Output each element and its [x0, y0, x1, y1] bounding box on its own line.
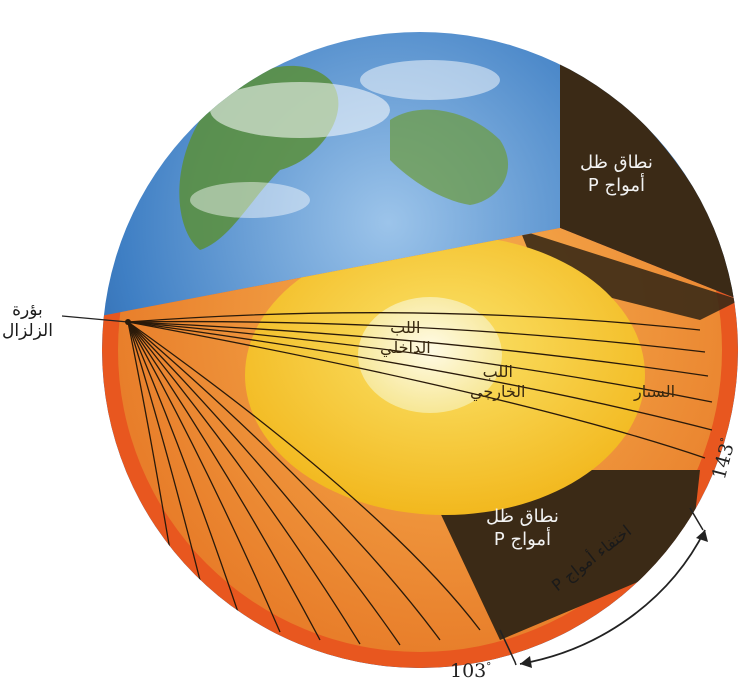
arrow-head: [696, 530, 708, 542]
cloud-shape: [210, 82, 390, 138]
seismic-ray: [127, 321, 401, 646]
shadow-zone-top-label: نطاق ظل أمواج P: [580, 152, 653, 197]
focus-label-line1: بؤرة: [12, 300, 43, 320]
inner-core-label-line2: الداخلي: [380, 338, 431, 357]
seismic-ray: [127, 321, 713, 431]
angle-103-value: 103: [450, 660, 487, 682]
seismic-ray: [127, 321, 361, 645]
outer-core-label-line2: الخارجي: [470, 382, 526, 401]
seismic-ray: [127, 321, 241, 619]
shadow-bottom-label-line1: نطاق ظل: [486, 506, 559, 527]
outer-core-label-line1: اللب: [482, 362, 513, 381]
degree-mark: °: [486, 661, 492, 673]
focus-point: [125, 319, 131, 325]
mantle-label: الستار: [634, 382, 676, 401]
seismic-ray: [127, 321, 441, 641]
arrow-head: [520, 656, 532, 668]
angle-bracket: [499, 629, 517, 666]
seismic-ray: [127, 321, 206, 601]
seismic-wave-rays: [127, 312, 713, 646]
focus-label: بؤرة الزلزال: [2, 300, 53, 343]
continent-shape: [390, 109, 509, 205]
seismic-ray: [127, 321, 281, 633]
shadow-zone-bottom: [420, 470, 700, 640]
inner-core-label: اللب الداخلي: [380, 318, 431, 358]
seismic-ray: [127, 320, 706, 353]
seismic-ray: [127, 321, 709, 377]
angle-103-label: 103°: [450, 660, 491, 682]
shadow-top-label-line1: نطاق ظل: [580, 152, 653, 173]
shadow-top-label-line2: أمواج P: [587, 174, 646, 196]
inner-core-label-line1: اللب: [390, 318, 421, 337]
angle-bracket: [689, 507, 704, 531]
shadow-bottom-label-line2: أمواج P: [493, 528, 552, 550]
seismic-ray: [127, 321, 321, 641]
seismic-ray: [127, 321, 706, 459]
shadow-zone-bottom-label: نطاق ظل أمواج P: [486, 506, 559, 551]
seismic-ray: [127, 321, 481, 631]
focus-label-line2: الزلزال: [2, 321, 53, 342]
seismic-ray: [127, 321, 176, 581]
shadow-zone-right: [520, 230, 738, 320]
cloud-shape: [190, 182, 310, 218]
angle-arc: [519, 529, 706, 665]
seismic-ray: [127, 321, 713, 403]
cloud-shape: [360, 60, 500, 100]
focus-pointer-line: [61, 315, 129, 323]
shadow-zone-top: [560, 60, 738, 300]
outer-core-label: اللب الخارجي: [470, 362, 525, 402]
seismic-ray: [127, 312, 701, 331]
